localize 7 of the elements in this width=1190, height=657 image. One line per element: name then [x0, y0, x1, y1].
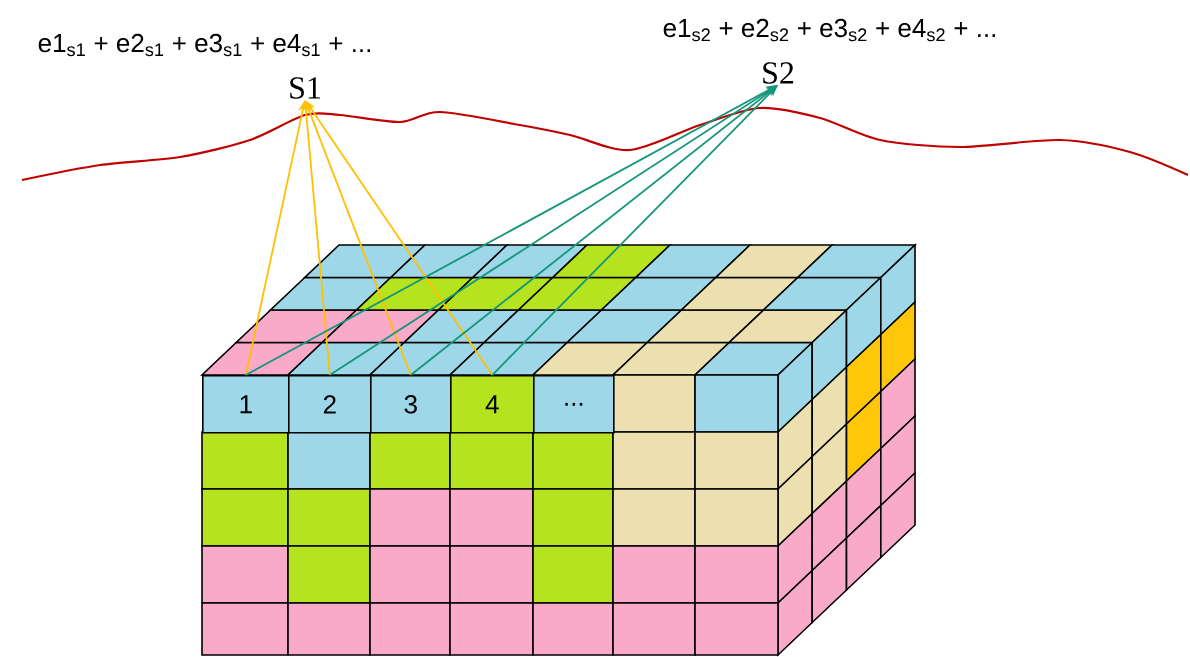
numbered-cell: 4 — [450, 375, 535, 434]
numbered-cell: 1 — [202, 375, 290, 434]
numbered-cell: 2 — [288, 375, 372, 434]
surface-point-label: S2 e1$_{s2}$ + e2$_{s2}$ + e3$_{s2}$ + e4$_{s2}$ + ... — [663, 18, 995, 84]
surface-point-label: S1 e1$_{s1}$ + e2$_{s1}$ + e3$_{s1}$ + e4$_{s1}$ + ... — [38, 33, 370, 99]
numbered-cell: ... — [533, 375, 615, 434]
numbered-cell: 3 — [370, 375, 452, 434]
